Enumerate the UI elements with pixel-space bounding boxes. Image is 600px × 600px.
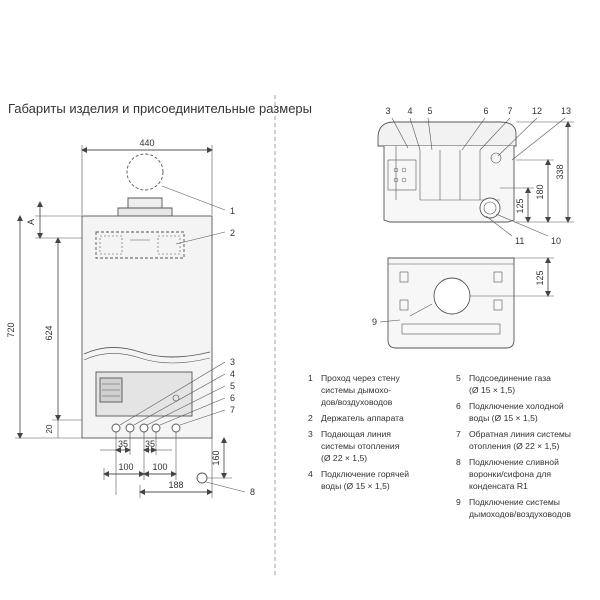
top-dim-125: 125	[535, 270, 545, 285]
side-view	[377, 117, 574, 237]
dim-20: 20	[45, 424, 54, 433]
connection-3	[111, 423, 121, 433]
flue-connection-side	[479, 197, 501, 219]
flue-connection-top	[433, 277, 471, 315]
connection-5	[139, 423, 149, 433]
dim-720: 720	[6, 322, 16, 337]
flue-outlet-circle	[126, 153, 164, 191]
side-dim-338: 338	[555, 164, 565, 179]
side-callout-6: 6	[483, 106, 488, 116]
side-callout-7: 7	[507, 106, 512, 116]
page-title: Габариты изделия и присоединительные раз…	[8, 101, 312, 116]
side-panel-left	[387, 159, 417, 191]
mounting-bracket	[95, 231, 185, 259]
connection-6	[151, 423, 161, 433]
callout-3: 3	[230, 357, 235, 367]
side-callout-10: 10	[551, 236, 561, 246]
top-view	[379, 257, 554, 349]
side-callout-11: 11	[515, 236, 524, 246]
connection-4	[125, 423, 135, 433]
side-callout-3: 3	[385, 106, 390, 116]
callout-2: 2	[230, 228, 235, 238]
callout-4: 4	[230, 369, 235, 379]
dim-100-left: 100	[118, 462, 133, 472]
dim-A: A	[26, 219, 36, 225]
dim-440: 440	[139, 138, 154, 148]
top-callout-9: 9	[372, 317, 377, 327]
dim-35-left: 35	[118, 439, 128, 449]
side-callout-12: 12	[532, 106, 542, 116]
callout-5: 5	[230, 381, 235, 391]
callout-7: 7	[230, 405, 235, 415]
side-dim-125: 125	[515, 198, 525, 213]
callout-8: 8	[250, 487, 255, 497]
dim-160: 160	[211, 450, 221, 465]
callout-1: 1	[230, 206, 235, 216]
side-callout-4: 4	[407, 106, 412, 116]
dim-188: 188	[168, 480, 183, 490]
callout-6: 6	[230, 393, 235, 403]
side-callout-13: 13	[561, 106, 571, 116]
dim-624: 624	[44, 325, 54, 340]
front-view	[15, 145, 246, 498]
connection-7	[171, 423, 181, 433]
condensate-outlet	[196, 472, 208, 484]
dim-100-right: 100	[152, 462, 167, 472]
side-callout-5: 5	[427, 106, 432, 116]
dim-35-right: 35	[145, 439, 155, 449]
side-dim-180: 180	[535, 184, 545, 199]
